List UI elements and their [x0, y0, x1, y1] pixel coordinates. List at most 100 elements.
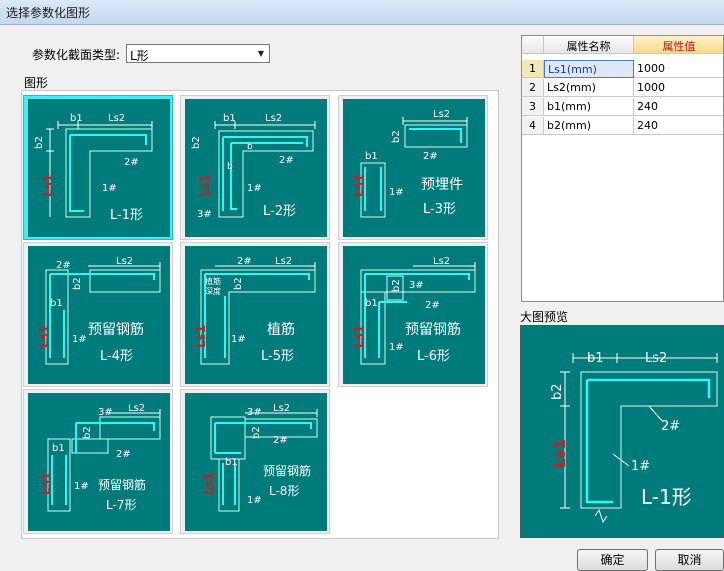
shape-tile-l8[interactable]: Ls2 3# b2 2# b1 Ls1 1# 预留钢筋 L-8形: [180, 389, 330, 534]
property-value-cell[interactable]: 1000: [634, 79, 723, 97]
preview-drawing: b1 Ls2 b2 Ls1 2# 1# L-1形: [550, 351, 718, 524]
svg-text:Ls1: Ls1: [202, 472, 216, 495]
svg-text:预留钢筋: 预留钢筋: [98, 477, 146, 492]
svg-text:植筋: 植筋: [267, 321, 295, 338]
svg-text:Ls2: Ls2: [265, 113, 282, 124]
svg-text:2#: 2#: [116, 449, 131, 460]
shape-tile-l3[interactable]: Ls2 b2 b1 Ls1 2# 1# 预埋件 L-3形: [338, 95, 488, 240]
shape-tile-l6[interactable]: Ls2 b2 3# 2# b1 Ls1 1# 预留钢筋 L-6形: [338, 242, 488, 387]
svg-text:预留钢筋: 预留钢筋: [88, 321, 144, 338]
table-row[interactable]: 2 Ls2(mm) 1000: [522, 79, 723, 98]
cancel-button[interactable]: 取消: [655, 549, 724, 571]
preview-label: 大图预览: [520, 310, 569, 324]
svg-text:Ls1: Ls1: [551, 439, 569, 468]
svg-text:Ls1: Ls1: [41, 174, 55, 197]
shape-l4-drawing: 2# Ls2 b2 b1 Ls1 1# 预留钢筋 L-4形: [28, 246, 170, 384]
svg-text:3#: 3#: [98, 407, 113, 418]
svg-text:3#: 3#: [247, 407, 262, 418]
svg-text:2#: 2#: [237, 256, 252, 267]
svg-text:b2: b2: [72, 277, 83, 290]
property-value-cell[interactable]: 240: [634, 117, 723, 135]
svg-text:Ls1: Ls1: [352, 325, 366, 348]
shape-l8-drawing: Ls2 3# b2 2# b1 Ls1 1# 预留钢筋 L-8形: [185, 393, 327, 531]
table-row[interactable]: 4 b2(mm) 240: [522, 117, 723, 136]
shape-l2-drawing: b1 Ls2 b2 Ls1 b b 2# 1# 3# L-2形: [185, 99, 327, 237]
shape-tile-l1[interactable]: b1 Ls2 b2 Ls1 2# 1# L-1形: [23, 95, 173, 240]
shape-l5-drawing: 2# Ls2 植筋 深度 b2 Ls1 1# 植筋 L-5形: [185, 246, 327, 384]
svg-text:1#: 1#: [247, 495, 262, 506]
chevron-down-icon[interactable]: ▼: [257, 49, 265, 58]
svg-text:预留钢筋: 预留钢筋: [405, 321, 461, 338]
shape-gallery: b1 Ls2 b2 Ls1 2# 1# L-1形 b1 Ls2 b2 Ls1 b…: [21, 90, 499, 539]
svg-text:b2: b2: [251, 426, 262, 439]
svg-text:预埋件: 预埋件: [421, 177, 463, 193]
property-name-cell[interactable]: b2(mm): [544, 117, 634, 135]
shape-label: L-6形: [417, 349, 450, 364]
svg-text:Ls1: Ls1: [194, 325, 208, 348]
shape-tile-l4[interactable]: 2# Ls2 b2 b1 Ls1 1# 预留钢筋 L-4形: [23, 242, 173, 387]
row-number: 4: [522, 117, 544, 135]
svg-text:1#: 1#: [231, 334, 246, 345]
section-type-value: L形: [130, 49, 149, 63]
svg-text:Ls1: Ls1: [39, 472, 53, 495]
svg-text:2#: 2#: [273, 435, 288, 446]
svg-text:Ls2: Ls2: [275, 256, 292, 267]
shape-label: L-7形: [106, 498, 136, 512]
ok-button[interactable]: 确定: [577, 549, 648, 571]
svg-text:b2: b2: [391, 279, 402, 292]
table-row[interactable]: 3 b1(mm) 240: [522, 98, 723, 117]
shape-tile-l7[interactable]: Ls2 3# b2 b1 2# Ls1 1# 预留钢筋 L-7形: [23, 389, 173, 534]
svg-text:b2: b2: [191, 136, 202, 149]
svg-text:1#: 1#: [389, 187, 404, 198]
svg-text:b1: b1: [587, 351, 604, 366]
property-name-cell[interactable]: Ls1(mm): [544, 60, 634, 78]
property-value-cell[interactable]: 240: [634, 98, 723, 116]
svg-text:2#: 2#: [56, 260, 71, 271]
shape-label: L-4形: [100, 349, 133, 364]
shape-label: L-5形: [261, 349, 294, 364]
shapes-group-label: 图形: [24, 76, 49, 90]
property-name-cell[interactable]: b1(mm): [544, 98, 634, 116]
svg-text:Ls2: Ls2: [108, 113, 125, 124]
header-corner: [522, 36, 544, 54]
svg-text:2#: 2#: [279, 155, 294, 166]
svg-text:2#: 2#: [423, 151, 438, 162]
window-title: 选择参数化图形: [6, 6, 91, 20]
svg-text:b1: b1: [223, 113, 236, 124]
svg-text:3#: 3#: [197, 209, 212, 220]
row-number: 2: [522, 79, 544, 97]
svg-text:b: b: [247, 142, 253, 152]
svg-text:b2: b2: [391, 130, 402, 143]
svg-text:3#: 3#: [409, 280, 424, 291]
svg-text:1#: 1#: [72, 334, 87, 345]
svg-text:深度: 深度: [205, 286, 221, 296]
svg-text:2#: 2#: [425, 300, 440, 311]
svg-text:b2: b2: [233, 277, 244, 290]
shape-l6-drawing: Ls2 b2 3# 2# b1 Ls1 1# 预留钢筋 L-6形: [343, 246, 485, 384]
svg-text:Ls2: Ls2: [645, 351, 667, 366]
shape-label: L-3形: [423, 202, 456, 217]
property-name-cell[interactable]: Ls2(mm): [544, 79, 634, 97]
svg-text:b2: b2: [550, 383, 565, 400]
shape-l1-drawing: b1 Ls2 b2 Ls1 2# 1# L-1形: [28, 99, 170, 237]
svg-text:b: b: [227, 162, 233, 172]
shape-tile-l2[interactable]: b1 Ls2 b2 Ls1 b b 2# 1# 3# L-2形: [180, 95, 330, 240]
shape-l3-drawing: Ls2 b2 b1 Ls1 2# 1# 预埋件 L-3形: [343, 99, 485, 237]
property-value-cell[interactable]: 1000: [634, 60, 723, 78]
large-preview: b1 Ls2 b2 Ls1 2# 1# L-1形: [520, 325, 724, 538]
svg-text:Ls2: Ls2: [433, 109, 450, 120]
svg-text:1#: 1#: [389, 342, 404, 353]
shape-tile-l5[interactable]: 2# Ls2 植筋 深度 b2 Ls1 1# 植筋 L-5形: [180, 242, 330, 387]
svg-text:1#: 1#: [74, 481, 89, 492]
section-type-dropdown[interactable]: L形 ▼: [126, 44, 270, 63]
svg-text:b1: b1: [50, 298, 63, 309]
table-header: 属性名称 属性值: [522, 36, 723, 55]
svg-text:Ls2: Ls2: [273, 403, 290, 414]
svg-text:b1: b1: [225, 457, 238, 468]
svg-text:b1: b1: [365, 151, 378, 162]
svg-text:b1: b1: [52, 443, 65, 454]
table-row[interactable]: 1 Ls1(mm) 1000: [522, 60, 723, 79]
svg-text:2#: 2#: [124, 157, 139, 168]
svg-text:Ls1: Ls1: [198, 174, 212, 197]
header-value: 属性值: [634, 36, 723, 54]
